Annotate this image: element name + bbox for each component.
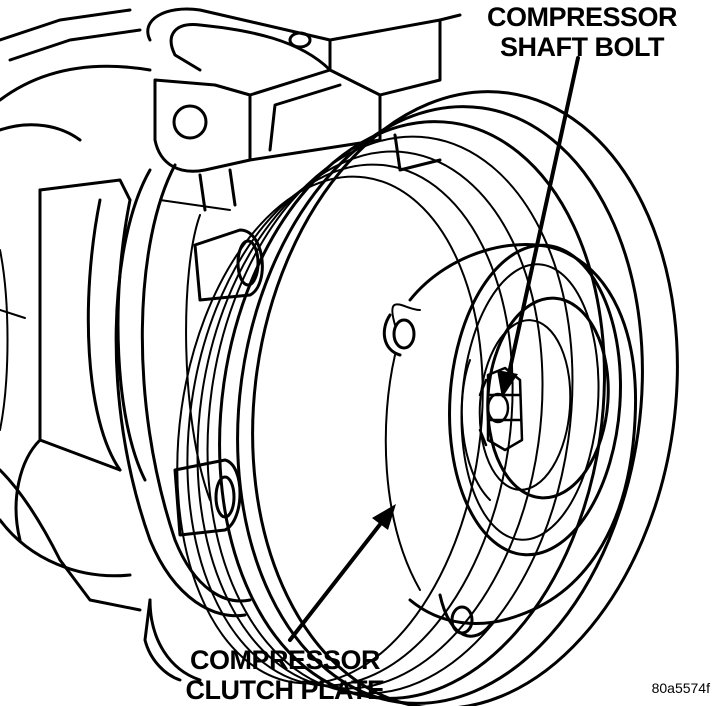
callout-shaft-bolt-line-1: COMPRESSOR — [486, 2, 678, 32]
shaft-bolt-arrowhead — [497, 370, 518, 398]
callout-clutch-plate-line-1: COMPRESSOR — [189, 645, 381, 675]
callout-clutch-plate: COMPRESSOR CLUTCH PLATE — [170, 645, 400, 705]
front-housing — [114, 163, 252, 618]
clutch-plate-leader — [288, 516, 387, 642]
leader-arrows — [288, 56, 580, 642]
shaft-bolt-leader — [506, 56, 580, 380]
callout-shaft-bolt: COMPRESSOR SHAFT BOLT — [468, 2, 696, 62]
figure-id: 80a5574f — [651, 680, 710, 696]
clutch-plate-arrowhead — [372, 504, 396, 530]
mounting-bracket — [146, 7, 462, 212]
callout-clutch-plate-line-2: CLUTCH PLATE — [185, 675, 385, 705]
compressor-body — [0, 8, 202, 682]
pulley — [176, 90, 679, 706]
callout-shaft-bolt-line-2: SHAFT BOLT — [500, 32, 664, 62]
clutch-plate — [382, 243, 638, 638]
